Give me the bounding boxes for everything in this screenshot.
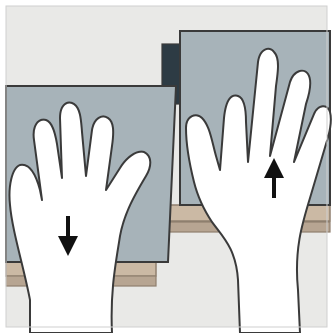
illustration-canvas bbox=[0, 0, 333, 333]
illustration bbox=[0, 0, 333, 333]
